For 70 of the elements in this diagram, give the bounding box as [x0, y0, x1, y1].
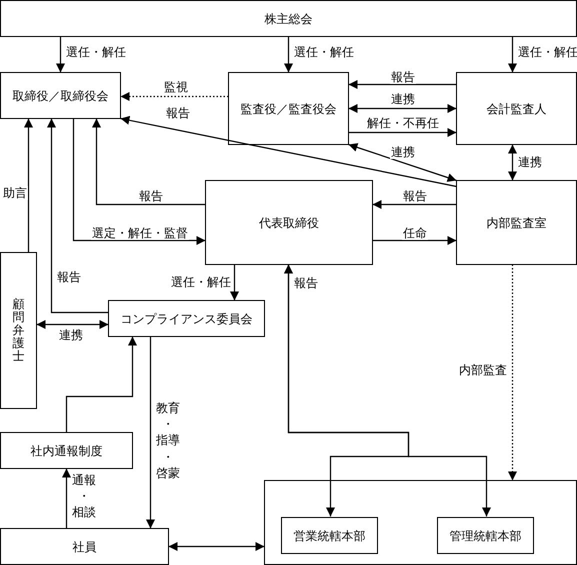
edge-label: 通報・相談: [72, 472, 96, 521]
node-label: 取締役／取締役会: [12, 88, 108, 104]
edge-label: 報告: [402, 189, 428, 203]
edge-label: 連携: [390, 92, 416, 106]
org-box: [0, 0, 577, 37]
org-box: [456, 72, 577, 145]
edge-label: 解任・不再任: [366, 116, 440, 130]
arrow: [62, 468, 71, 528]
node-label: 内部監査室: [486, 214, 546, 232]
edge-label: 報告: [56, 270, 82, 284]
arrow: [508, 36, 517, 72]
node-label: 監査役／監査役会: [240, 100, 336, 118]
node-label: 顧問弁護士: [12, 298, 24, 364]
arrow: [284, 36, 293, 72]
node-label: 営業統轄本部: [294, 528, 366, 544]
edge-label: 選定・解任・監督: [91, 226, 189, 240]
edge-label: 報告: [293, 276, 319, 290]
arrow: [72, 118, 206, 245]
arrow: [372, 236, 456, 245]
org-box: [0, 252, 37, 409]
arrow: [372, 200, 456, 209]
arrow: [348, 143, 457, 182]
edge-label: 報告: [165, 106, 191, 120]
node-label: 管理統轄本部: [450, 528, 522, 544]
org-box: [281, 517, 378, 554]
org-box: [108, 300, 265, 337]
arrow: [146, 336, 155, 528]
edge-label: 内部監査: [458, 363, 508, 377]
arrow: [348, 128, 456, 137]
org-box: [456, 180, 577, 265]
arrow: [92, 118, 206, 206]
node-label: 社員: [72, 538, 96, 556]
group-box: [264, 480, 577, 565]
node-label: 株主総会: [264, 10, 312, 28]
arrow: [348, 80, 456, 89]
arrow: [168, 542, 264, 551]
node-label: 代表取締役: [259, 214, 319, 232]
node-label: コンプライアンス委員会: [120, 310, 252, 328]
org-box: [0, 432, 133, 469]
edge-label: 報告: [390, 70, 416, 84]
arrow: [120, 116, 457, 188]
edge-label: 選任・解任: [65, 45, 127, 59]
arrow: [24, 118, 33, 252]
org-box: [437, 517, 534, 554]
edge-label: 連携: [390, 145, 416, 159]
dotted-arrow: [120, 92, 228, 101]
edge-label: 選任・解任: [170, 275, 232, 289]
edge-label: 任命: [402, 226, 428, 240]
arrow: [66, 336, 137, 432]
arrow: [284, 264, 491, 516]
arrow: [47, 118, 108, 314]
org-box: [0, 72, 121, 119]
arrow: [508, 144, 517, 180]
edge-label: 監視: [163, 80, 189, 94]
edge-label: 報告: [138, 189, 164, 203]
node-label: 会計監査人: [486, 100, 546, 118]
edge-label: 連携: [58, 328, 84, 342]
dotted-arrow: [508, 264, 517, 480]
node-label: 社内通報制度: [30, 442, 102, 460]
arrow: [348, 104, 456, 113]
arrow: [56, 36, 65, 72]
edge-label: 選任・解任: [293, 45, 355, 59]
org-box: [0, 528, 169, 565]
org-box: [205, 180, 373, 265]
arrow: [230, 264, 239, 300]
edge-label: 連携: [517, 155, 543, 169]
edge-label: 助言: [2, 186, 28, 200]
arrow: [36, 320, 108, 329]
edge-label: 教育・指導・啓蒙: [156, 400, 180, 481]
org-box: [228, 72, 349, 145]
